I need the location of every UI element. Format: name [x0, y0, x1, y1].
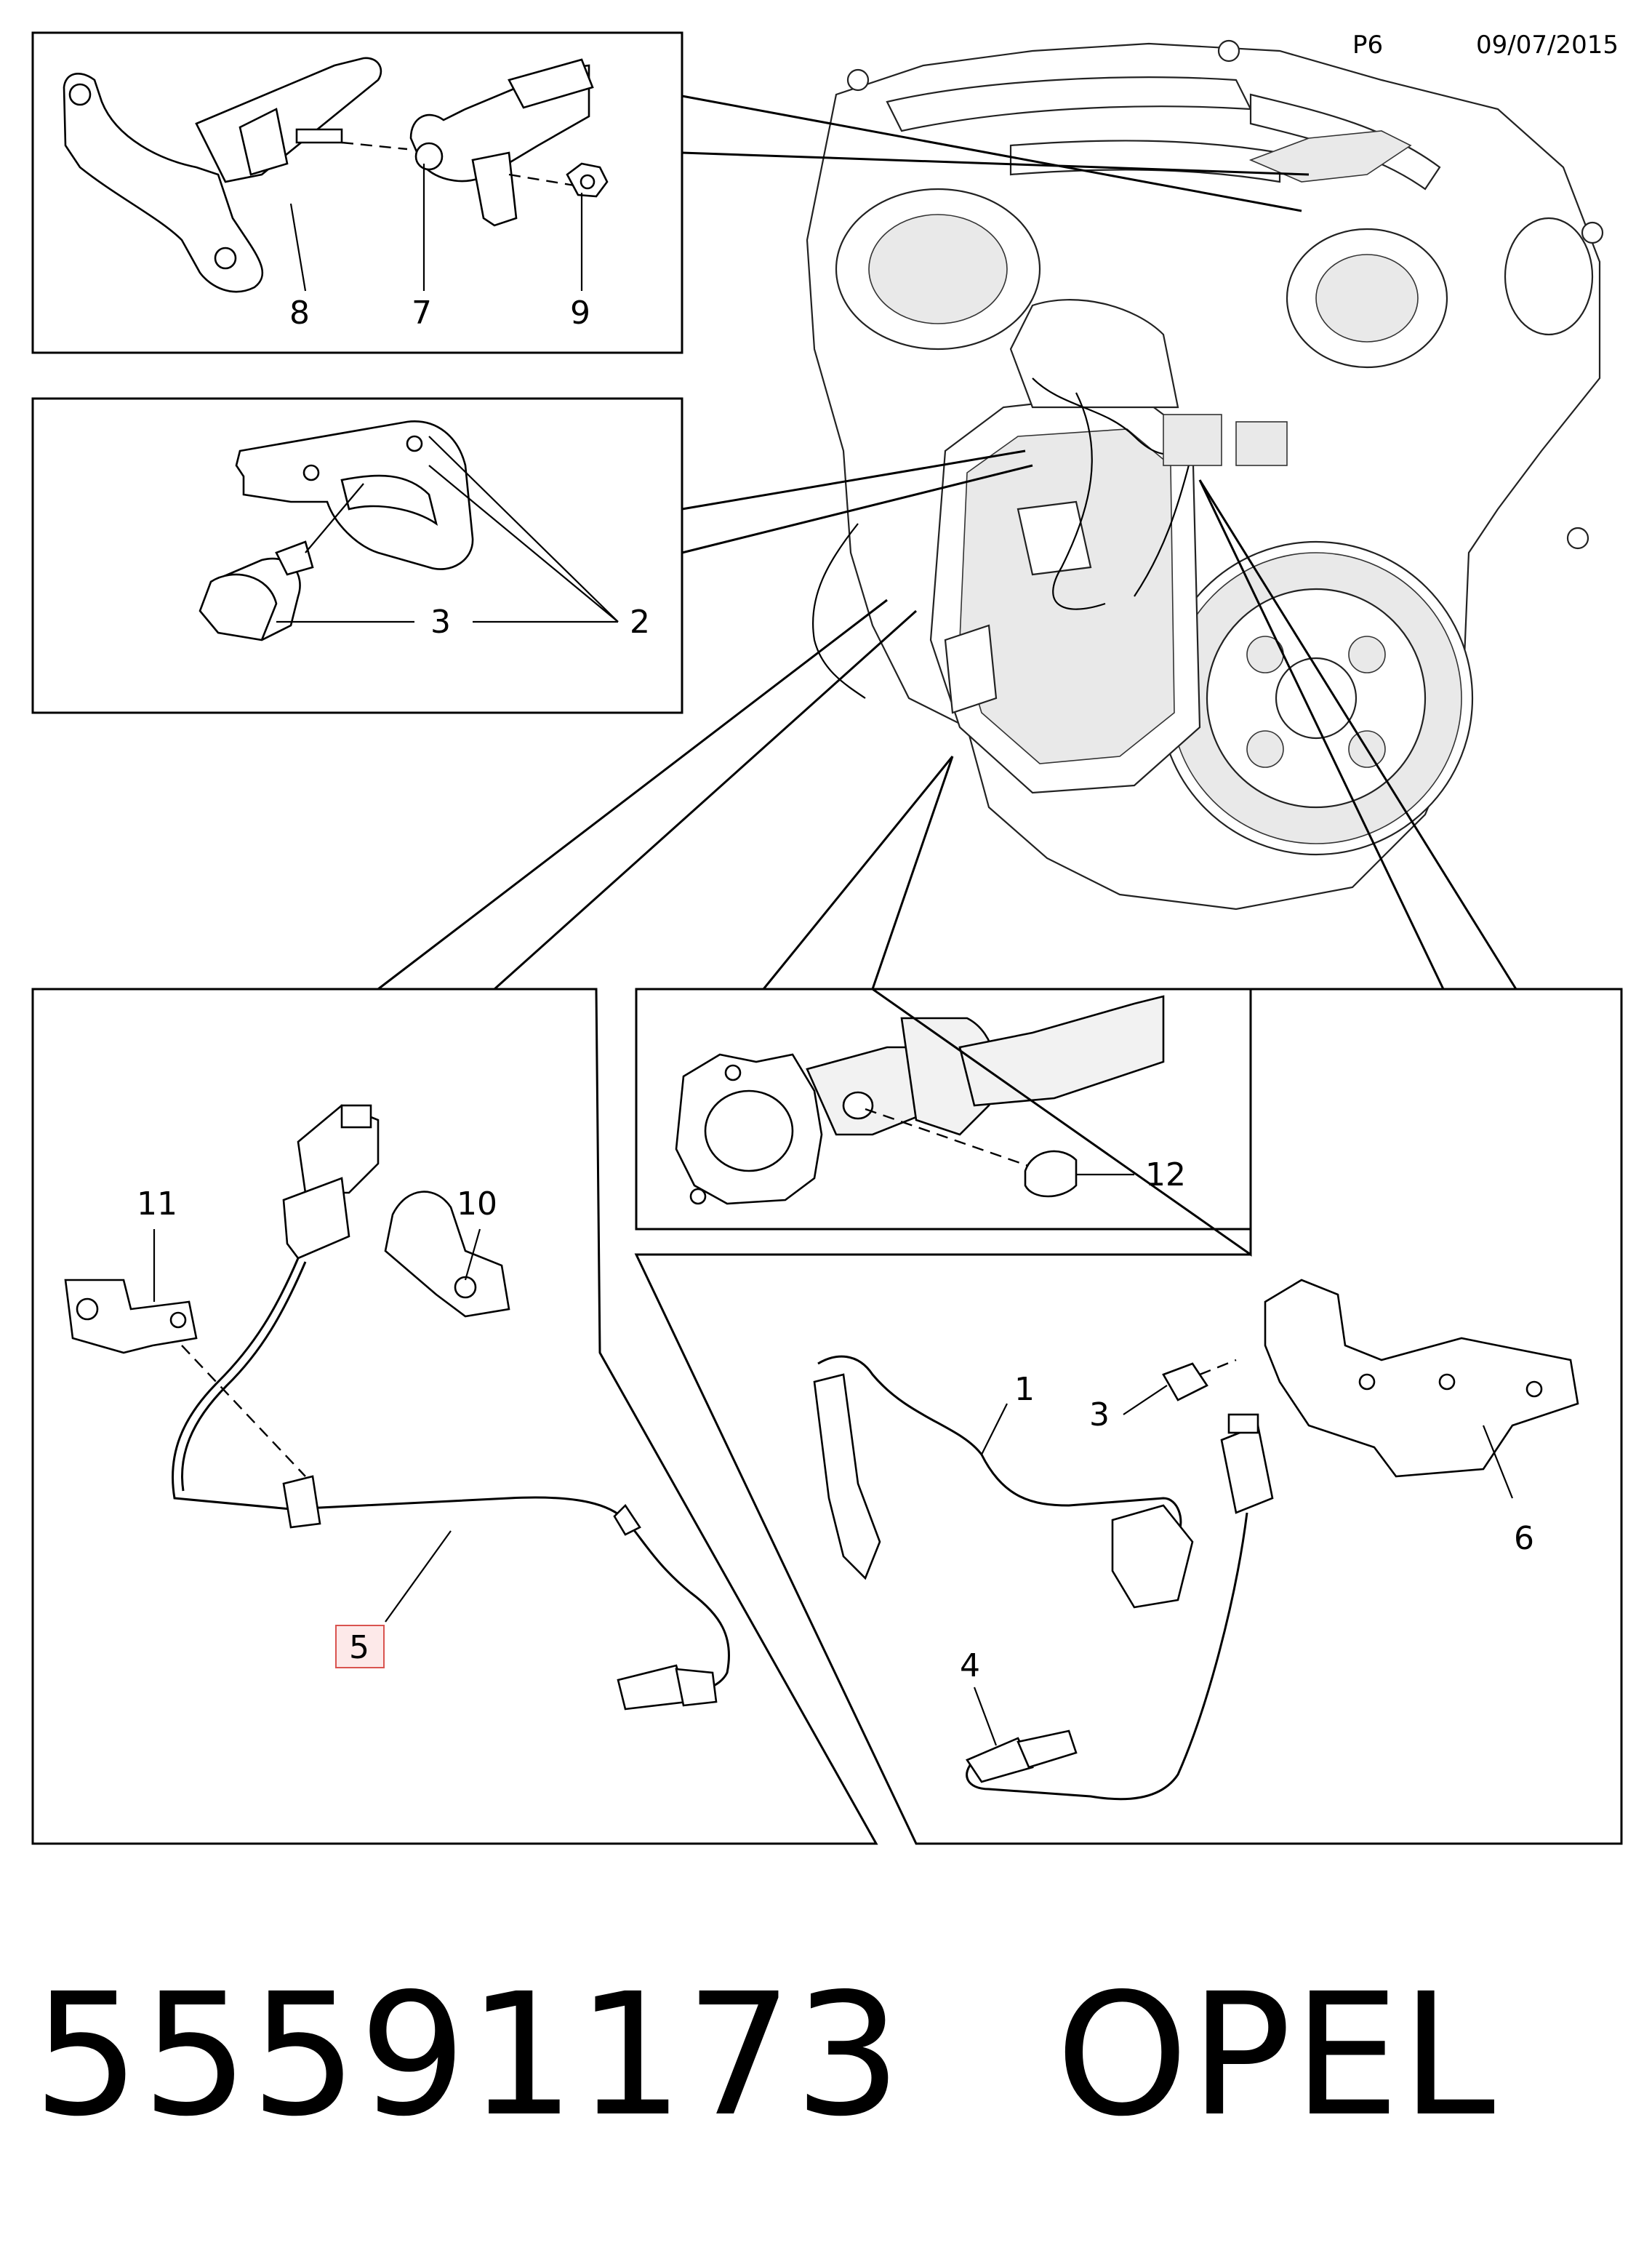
callout-5: 5 [349, 1629, 369, 1666]
callout-11: 11 [137, 1185, 177, 1223]
callout-6: 6 [1514, 1520, 1534, 1557]
detail-box-heat-shield-clip: 3 2 [31, 397, 683, 714]
detail-box-catalyst-plug: 12 [635, 988, 1252, 1231]
callout-7: 7 [412, 295, 432, 332]
detail-panel-oxygen-sensors-1-4: 1 3 4 6 [634, 988, 1623, 1845]
detail-panel-oxygen-sensor-5: 11 10 5 [31, 988, 878, 1845]
engine-illustration [806, 39, 1604, 911]
callout-10: 10 [457, 1185, 497, 1223]
part-number: 55591173 [33, 1957, 903, 2153]
callout-2: 2 [630, 604, 650, 641]
callout-4: 4 [960, 1647, 980, 1684]
brand-name: OPEL [1055, 1957, 1497, 2153]
callout-12: 12 [1145, 1156, 1186, 1193]
callout-5-highlight-box [335, 1625, 385, 1668]
page-label: P6 [1352, 31, 1384, 60]
date-label: 09/07/2015 [1476, 31, 1619, 60]
callout-1: 1 [1014, 1371, 1035, 1408]
detail-box-sensor-bracket: 8 7 9 [31, 31, 683, 354]
callout-8: 8 [289, 295, 310, 332]
callout-3-sensor-bolt: 3 [1089, 1396, 1110, 1433]
leader-lines [377, 95, 1517, 991]
callout-3-heat-shield: 3 [430, 604, 451, 641]
callout-9: 9 [570, 295, 590, 332]
